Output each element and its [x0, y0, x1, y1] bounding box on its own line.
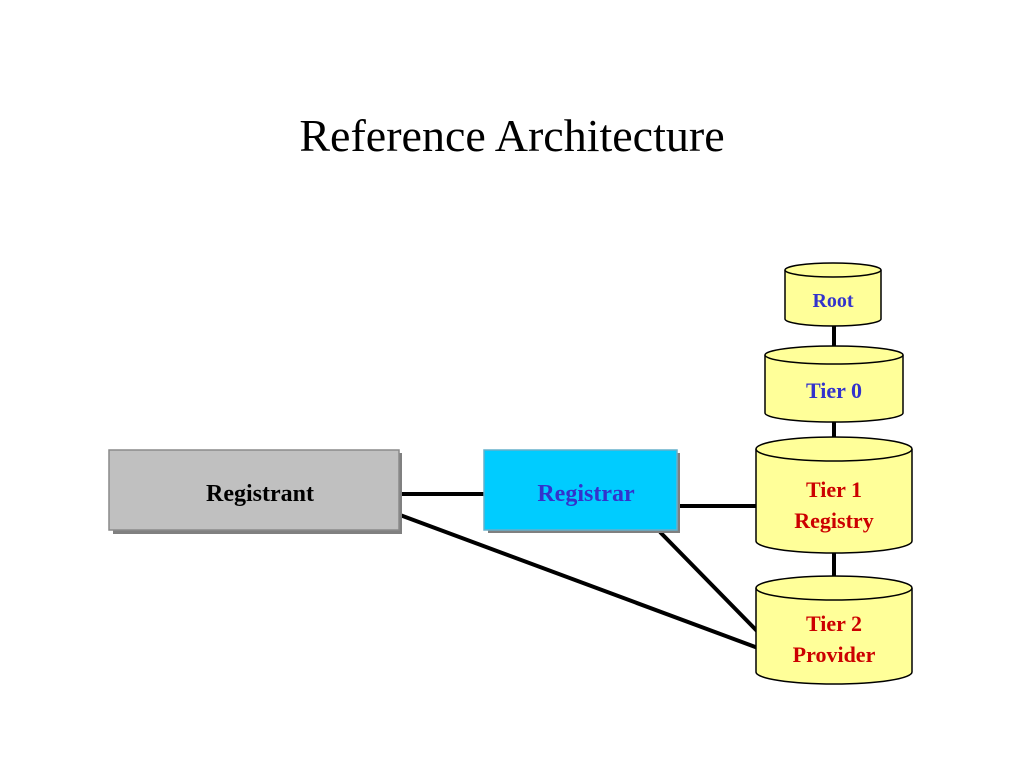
registrant-node: Registrant: [108, 449, 402, 534]
edge-registrant-tier2: [399, 513, 759, 650]
tier2-label-line2: Provider: [793, 642, 876, 667]
tier1-node: Tier 1 Registry: [755, 436, 913, 554]
tier0-label: Tier 0: [806, 378, 862, 403]
tier1-label-line2: Registry: [794, 508, 873, 533]
tier2-node: Tier 2 Provider: [755, 575, 913, 685]
root-node: Root: [784, 262, 882, 327]
registrar-node: Registrar: [483, 449, 680, 533]
tier0-node: Tier 0: [764, 345, 904, 423]
slide-title: Reference Architecture: [299, 110, 725, 161]
registrar-label: Registrar: [537, 481, 635, 507]
tier1-label-line1: Tier 1: [806, 477, 862, 502]
registrant-label: Registrant: [206, 481, 314, 507]
edge-registrar-tier2: [658, 530, 760, 634]
tier2-label-line1: Tier 2: [806, 611, 862, 636]
root-label: Root: [812, 290, 853, 312]
